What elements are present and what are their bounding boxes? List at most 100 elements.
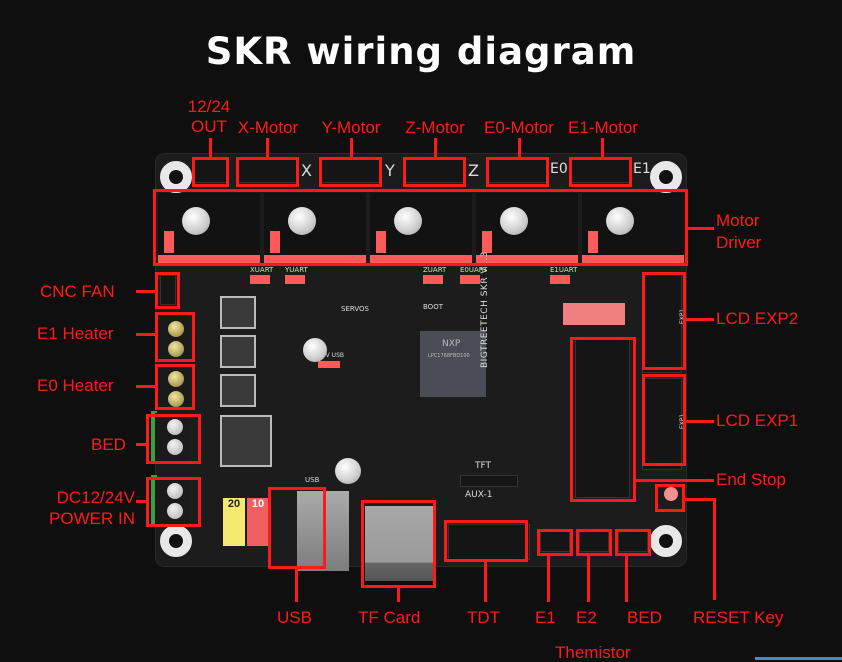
e0-motor-highlight — [486, 157, 549, 187]
label-e0-motor: E0-Motor — [484, 118, 554, 137]
capacitor — [394, 207, 422, 235]
driver-pin-strip — [582, 255, 684, 263]
driver-pin-strip — [476, 255, 578, 263]
silk-tft: TFT — [475, 461, 492, 471]
z-motor-highlight — [403, 157, 466, 187]
silk-yuart: YUART — [285, 266, 308, 274]
silk-zuart: ZUART — [423, 266, 447, 274]
label-e1-motor: E1-Motor — [568, 118, 638, 137]
endstop-block — [575, 338, 630, 498]
driver-slot — [476, 193, 578, 263]
e0-heater-highlight — [155, 364, 195, 410]
fuse-20a: 20 — [223, 498, 245, 546]
power-terminal — [155, 477, 189, 525]
silk-boot: BOOT — [423, 303, 443, 311]
driver-jumper — [376, 231, 386, 253]
silk-e0uart: E0UART — [460, 266, 488, 274]
sd-slot — [365, 506, 433, 581]
fuse-10a: 10 — [247, 498, 269, 546]
end-stop-highlight — [570, 337, 636, 502]
silk-y: Y — [385, 161, 395, 180]
bed-highlight — [146, 414, 201, 464]
mosfet — [220, 374, 256, 407]
silk-aux1: AUX-1 — [465, 490, 493, 500]
reset-highlight — [655, 484, 685, 512]
reset-button[interactable] — [664, 487, 678, 501]
e0-heater-terminal — [158, 365, 190, 413]
e1-therm-highlight — [537, 529, 573, 556]
bed-therm-highlight — [615, 529, 651, 556]
driver-slot — [158, 193, 260, 263]
tf-card-highlight — [361, 500, 436, 588]
motor-driver-highlight — [153, 189, 688, 266]
label-bed: BED — [91, 435, 126, 454]
driver-pin-strip — [264, 255, 366, 263]
driver-jumper — [164, 231, 174, 253]
driver-slot — [264, 193, 366, 263]
mount-hole — [650, 525, 682, 557]
label-bed-thermistor: BED — [627, 608, 662, 627]
silk-xuart: XUART — [250, 266, 274, 274]
out-highlight — [192, 157, 229, 187]
capacitor — [288, 207, 316, 235]
label-z-motor: Z-Motor — [405, 118, 465, 137]
silk-x: X — [301, 161, 312, 180]
silk-e0: E0 — [550, 161, 568, 177]
label-cnc-fan: CNC FAN — [40, 282, 115, 301]
label-end-stop: End Stop — [716, 470, 786, 489]
label-thermistor-group: Themistor — [555, 643, 631, 662]
driver-slot — [370, 193, 472, 263]
cnc-fan-connector — [160, 275, 176, 305]
capacitor — [500, 207, 528, 235]
capacitor — [182, 207, 210, 235]
silk-e1: E1 — [633, 161, 651, 177]
mount-hole — [160, 525, 192, 557]
label-lcd-exp1: LCD EXP1 — [716, 411, 799, 430]
silk-e1uart: E1UART — [550, 266, 578, 274]
e1-heater-highlight — [155, 312, 195, 362]
label-y-motor: Y-Motor — [321, 118, 381, 137]
label-usb: USB — [277, 608, 312, 627]
silk-board-name: BIGTREETECH SKR V1.3 — [480, 251, 490, 368]
label-e1-thermistor: E1 — [535, 608, 556, 627]
mosfet — [220, 296, 256, 329]
label-lcd-exp2: LCD EXP2 — [716, 309, 799, 328]
skr-board: X Y Z E0 E1 XUART YUART ZUART E0UART E1U… — [151, 153, 687, 581]
driver-jumper — [270, 231, 280, 253]
exp1-header — [642, 378, 682, 470]
lcd-exp2-highlight — [642, 272, 686, 370]
bed-terminal — [155, 413, 189, 461]
power-in-highlight — [146, 477, 201, 527]
driver-jumper — [482, 231, 492, 253]
e2-therm-highlight — [576, 529, 612, 556]
label-reset-key: RESET Key — [693, 608, 784, 627]
x-motor-highlight — [236, 157, 299, 187]
label-e1-heater: E1 Heater — [37, 324, 114, 343]
tdt-highlight — [444, 520, 528, 562]
e1-motor-highlight — [569, 157, 632, 187]
silk-z: Z — [468, 161, 479, 180]
tft-header — [460, 475, 518, 487]
diagram-title: SKR wiring diagram — [205, 30, 637, 73]
driver-pin-strip — [158, 255, 260, 263]
y-motor-highlight — [319, 157, 382, 187]
lcd-exp1-highlight — [642, 374, 686, 466]
usb-highlight — [268, 487, 326, 569]
cnc-fan-highlight — [155, 272, 180, 309]
e1-heater-terminal — [158, 315, 190, 363]
mcu-chip: NXP LPC1768FBD100 — [420, 331, 486, 397]
label-e2-thermistor: E2 — [576, 608, 597, 627]
silk-servos: SERVOS — [341, 305, 369, 313]
label-x-motor: X-Motor — [237, 118, 299, 137]
mosfet — [220, 335, 256, 368]
scroll-indicator — [755, 657, 842, 660]
label-e0-heater: E0 Heater — [37, 376, 114, 395]
label-tdt: TDT — [467, 608, 501, 627]
driver-pin-strip — [370, 255, 472, 263]
bed-mosfet — [220, 415, 272, 467]
capacitor — [606, 207, 634, 235]
silk-usb: USB — [305, 476, 320, 484]
